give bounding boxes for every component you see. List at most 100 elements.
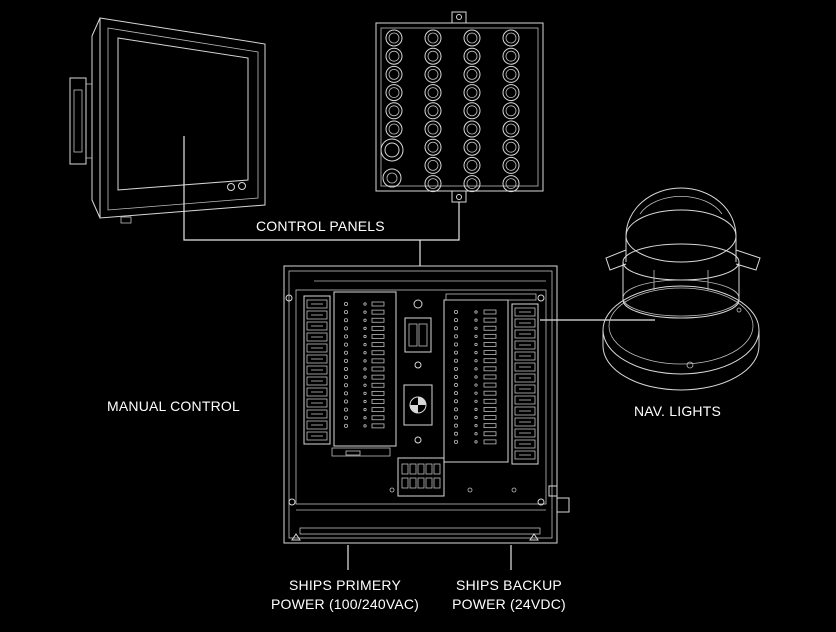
- ships-backup-label-line1: SHIPS BACKUP: [456, 577, 562, 593]
- terminal-strip-left: [306, 299, 328, 441]
- board-hole: [343, 350, 348, 355]
- board-component: [371, 415, 385, 421]
- terminal-block: [306, 310, 328, 320]
- terminal-block: [514, 329, 536, 339]
- ships-primary-label-line1: SHIPS PRIMERY: [288, 577, 402, 593]
- board-component: [371, 423, 385, 429]
- terminal-block: [306, 420, 328, 430]
- panel-button: [424, 156, 442, 174]
- panel-button: [502, 120, 520, 138]
- board-hole: [343, 326, 348, 331]
- board-component: [371, 342, 385, 348]
- din-pin: [409, 477, 417, 489]
- board-via: [474, 415, 478, 420]
- board-via: [363, 399, 367, 404]
- board-component: [371, 325, 385, 331]
- terminal-block: [306, 409, 328, 419]
- panel-button: [502, 175, 520, 193]
- board-hole: [453, 407, 458, 412]
- board-hole: [343, 423, 348, 428]
- panel-button: [502, 65, 520, 83]
- board-via: [474, 367, 478, 371]
- panel-button: [385, 47, 403, 65]
- board-component: [371, 309, 385, 315]
- din-pin: [417, 463, 425, 475]
- board-via: [363, 343, 367, 347]
- panel-button-ring: [427, 69, 439, 80]
- ships-primary-label-line2: POWER (100/240VAC): [270, 596, 420, 612]
- board-component: [371, 301, 385, 307]
- terminal-block: [306, 299, 328, 309]
- control-panels-label: CONTROL PANELS: [256, 218, 385, 234]
- board-via: [474, 326, 478, 330]
- terminal-block: [514, 340, 536, 350]
- din-pin: [433, 477, 441, 489]
- board-via: [363, 318, 367, 322]
- board-component: [371, 317, 385, 323]
- terminal-block: [514, 439, 536, 449]
- panel-button-ring: [388, 123, 400, 135]
- panel-button: [424, 29, 442, 47]
- board-hole: [343, 358, 348, 363]
- board-via: [363, 383, 367, 387]
- board-hole: [453, 374, 458, 379]
- board-hole: [343, 375, 348, 380]
- panel-button-ring: [427, 32, 439, 44]
- board-via: [474, 432, 478, 436]
- panel-button-ring: [505, 123, 517, 135]
- board-via: [474, 359, 478, 363]
- panel-button: [502, 47, 520, 65]
- board-via: [363, 334, 367, 339]
- terminal-block: [306, 398, 328, 408]
- panel-button-ring: [388, 87, 400, 98]
- board-via: [474, 318, 478, 322]
- panel-button-ring: [466, 32, 478, 44]
- board-component: [483, 333, 497, 339]
- panel-button-ring: [466, 159, 478, 171]
- board-component: [483, 390, 497, 396]
- manual-control-label: MANUAL CONTROL: [107, 398, 240, 414]
- board-hole: [453, 318, 458, 323]
- terminal-block: [306, 431, 328, 441]
- board-via: [474, 399, 478, 403]
- terminal-block: [306, 376, 328, 386]
- board-hole: [453, 350, 458, 355]
- board-component: [483, 415, 497, 420]
- board-via: [474, 424, 478, 428]
- board-via: [474, 310, 478, 314]
- board-via: [474, 383, 478, 387]
- board-component: [371, 374, 385, 380]
- board-hole: [343, 301, 348, 306]
- button-panel: [375, 11, 544, 203]
- board-component: [483, 358, 497, 364]
- board-component: [483, 382, 497, 388]
- board-hole: [343, 407, 348, 412]
- panel-button-ring: [388, 32, 400, 44]
- panel-button-ring: [427, 50, 439, 62]
- board-via: [363, 310, 367, 314]
- terminal-block: [306, 332, 328, 342]
- terminal-block: [514, 450, 536, 460]
- panel-button: [463, 29, 481, 47]
- terminal-strip-right: [514, 307, 536, 460]
- board-via: [363, 375, 367, 379]
- relay-board-right: [453, 309, 497, 445]
- panel-button-ring: [388, 50, 400, 62]
- panel-button-ring: [388, 105, 400, 117]
- panel-button-ring: [466, 141, 478, 153]
- panel-button-ring: [505, 159, 517, 171]
- terminal-block: [306, 354, 328, 364]
- board-hole: [453, 358, 458, 363]
- board-via: [474, 391, 478, 395]
- panel-button: [385, 84, 403, 102]
- board-component: [483, 309, 497, 315]
- board-hole: [453, 383, 458, 388]
- board-component: [371, 350, 385, 356]
- board-component: [483, 398, 497, 404]
- board-via: [474, 375, 478, 379]
- board-hole: [453, 423, 458, 428]
- board-hole: [453, 309, 458, 314]
- terminal-block: [514, 307, 536, 317]
- terminal-block: [514, 395, 536, 405]
